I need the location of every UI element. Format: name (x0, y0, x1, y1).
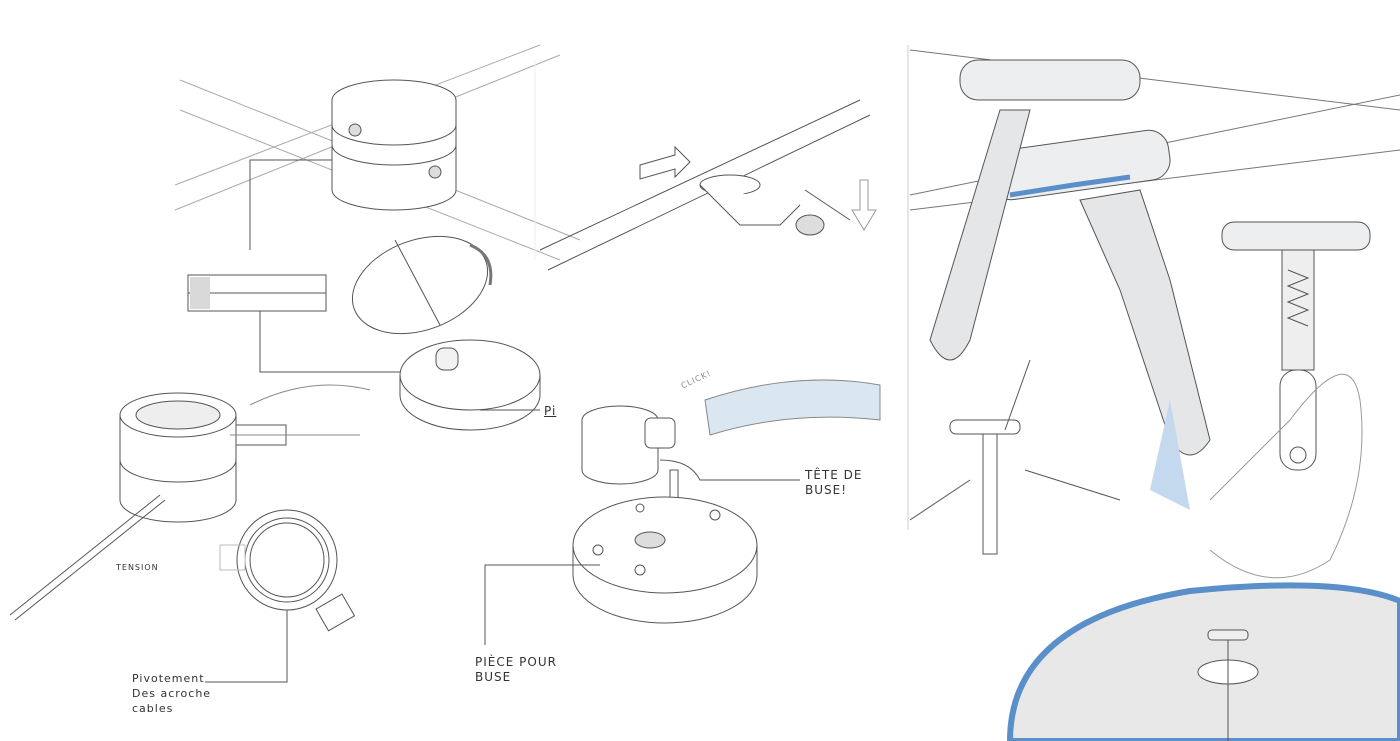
hinge-render (909, 49, 1400, 510)
disk-sketch (351, 235, 493, 335)
pivot-ring-sketch (205, 509, 356, 683)
small-hinge-sketch (909, 359, 1121, 555)
tete-de-buse-label: Tête De Buse! (805, 468, 862, 498)
clamp-ring-sketch (9, 384, 371, 621)
nozzle-head-sketch (484, 379, 881, 645)
disk-with-boss-sketch (399, 339, 541, 431)
piece-pour-buse-line-1: Pièce pour (475, 655, 557, 669)
pi-label: Pi (544, 404, 557, 418)
tube-joint-sketch (539, 99, 877, 271)
pivotement-label: Pivotement Des acroche cables (132, 671, 211, 716)
coupling-sketch (174, 44, 581, 261)
pivotement-line-3: cables (132, 702, 174, 715)
tete-de-buse-line-2: Buse! (805, 483, 848, 497)
piece-pour-buse-line-2: Buse (475, 670, 512, 684)
bar-sketch (187, 274, 400, 373)
spring-mechanism-render (1209, 221, 1371, 579)
tension-label: Tension (116, 563, 159, 572)
pivotement-line-2: Des acroche (132, 687, 212, 700)
piece-pour-buse-label: Pièce pour Buse (475, 655, 557, 685)
tete-de-buse-line-1: Tête De (805, 468, 863, 482)
umbrella-canopy-render (1006, 582, 1400, 741)
pivotement-line-1: Pivotement (132, 672, 205, 685)
